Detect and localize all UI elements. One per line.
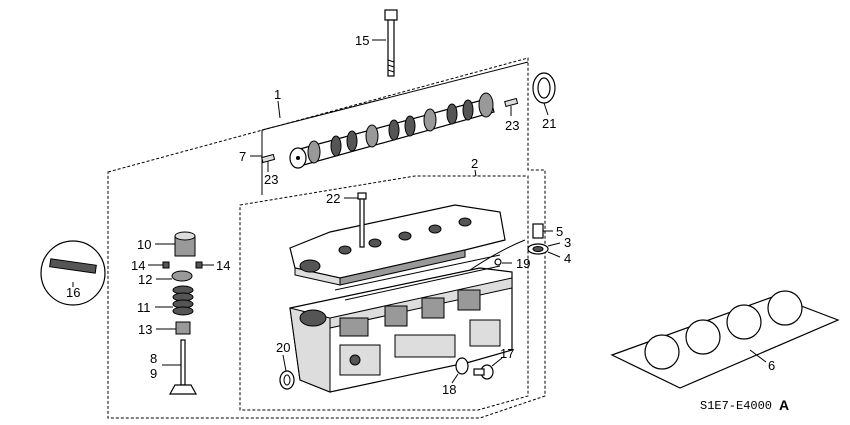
- seal-20: [279, 370, 295, 390]
- callout-1: 1: [274, 87, 281, 102]
- bolt-17: [473, 364, 494, 380]
- valve-seal-13: [175, 321, 191, 335]
- bolt-22: [357, 192, 367, 248]
- tappet-10: [174, 231, 196, 257]
- callout-3: 3: [564, 235, 571, 250]
- cap-5: [532, 223, 544, 239]
- callout-8: 8: [150, 351, 157, 366]
- cylinder-head-2: [289, 254, 513, 393]
- callout-10: 10: [137, 237, 151, 252]
- callout-16: 16: [66, 285, 80, 300]
- callout-14-left: 14: [131, 258, 145, 273]
- cotter-14-right: [195, 261, 203, 269]
- camshaft-7: [289, 92, 495, 169]
- head-box-outline-2: [239, 175, 529, 411]
- callout-22: 22: [326, 191, 340, 206]
- callout-13: 13: [138, 322, 152, 337]
- dowel-pin-23-right: [504, 97, 519, 108]
- plug-18: [455, 357, 469, 375]
- leader-lines: [72, 39, 767, 384]
- stud-16-detail: [40, 240, 106, 306]
- callout-18: 18: [442, 382, 456, 397]
- callout-19: 19: [516, 256, 530, 271]
- camshaft-box-outline: [261, 61, 529, 131]
- callout-21: 21: [542, 116, 556, 131]
- callout-20: 20: [276, 340, 290, 355]
- callout-7: 7: [239, 149, 246, 164]
- head-gasket-6: [610, 290, 840, 389]
- cotter-14-left: [162, 261, 170, 269]
- callout-14-right: 14: [216, 258, 230, 273]
- breather-tube-19: [469, 239, 526, 271]
- spring-11: [172, 285, 194, 316]
- retainer-12: [171, 270, 193, 282]
- oil-seal-21: [532, 72, 556, 104]
- callout-2: 2: [471, 156, 478, 171]
- washer-3: [527, 243, 549, 255]
- callout-15: 15: [355, 33, 369, 48]
- long-bolt-15: [384, 9, 398, 77]
- callout-5: 5: [556, 224, 563, 239]
- diagram-code: S1E7-E4000: [700, 399, 772, 413]
- callout-23-left: 23: [264, 172, 278, 187]
- camshaft-holder: [289, 204, 506, 286]
- dowel-pin-23-left: [261, 153, 276, 164]
- callout-4: 4: [564, 251, 571, 266]
- plug-19: [494, 258, 502, 266]
- callout-6: 6: [768, 358, 775, 373]
- callout-17: 17: [500, 346, 514, 361]
- callout-12: 12: [138, 272, 152, 287]
- assembly-outline-1: [107, 57, 546, 419]
- callout-23-right: 23: [505, 118, 519, 133]
- valve-8-9: [168, 339, 198, 395]
- callout-11: 11: [137, 300, 151, 315]
- callout-9: 9: [150, 366, 157, 381]
- diagram-code-suffix: A: [779, 397, 789, 413]
